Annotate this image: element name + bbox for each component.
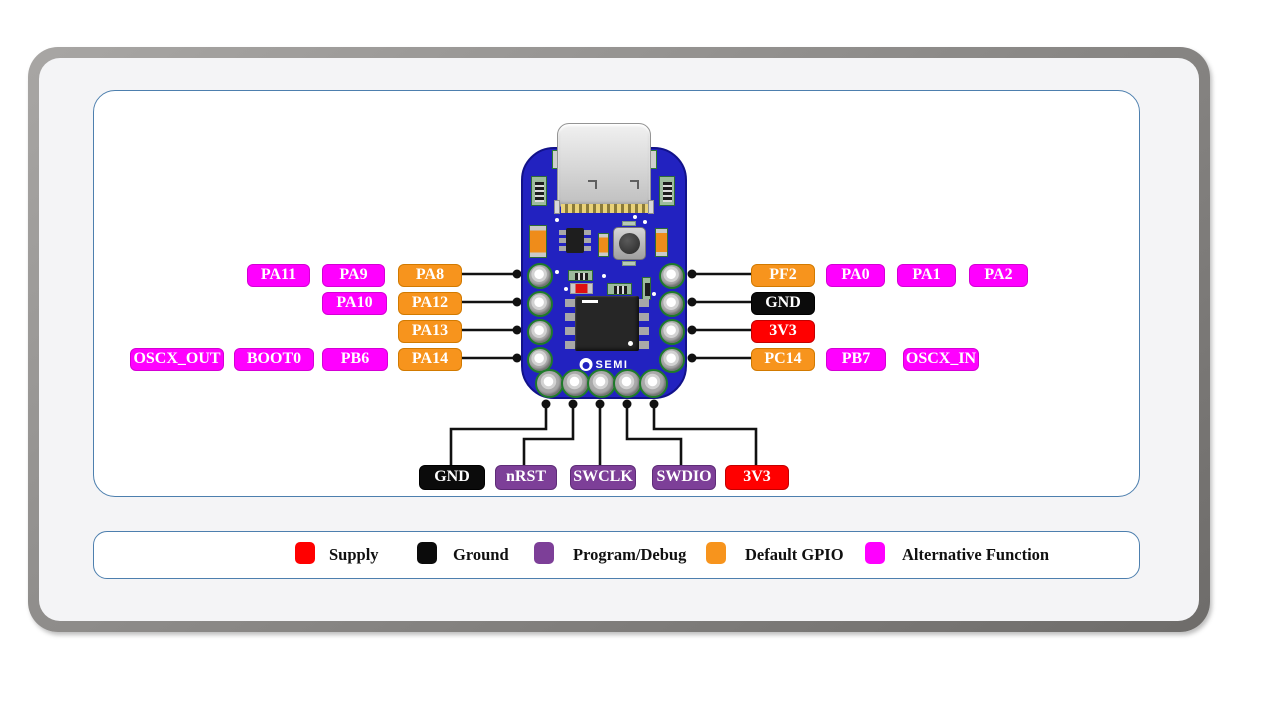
silkscreen-dot xyxy=(555,270,559,274)
capacitor xyxy=(529,225,547,258)
legend-label-debug: Program/Debug xyxy=(573,545,687,564)
pin-label-pf2: PF2 xyxy=(751,264,815,287)
capacitor xyxy=(655,228,668,257)
resistor xyxy=(659,176,675,206)
pin-label-swclk: SWCLK xyxy=(570,465,636,490)
pin-label-oscx_out: OSCX_OUT xyxy=(130,348,224,371)
silkscreen-dot xyxy=(652,292,656,296)
pcb-pad xyxy=(659,347,685,373)
resistor xyxy=(607,283,632,295)
legend-panel xyxy=(93,531,1140,579)
legend-swatch-supply xyxy=(295,542,315,564)
ic-leg xyxy=(583,230,591,235)
pcb-pad xyxy=(527,347,553,373)
pcb-pad xyxy=(534,368,564,398)
pin-label-pa11: PA11 xyxy=(247,264,310,287)
pcb-pad xyxy=(659,291,685,317)
pcb-pad xyxy=(527,263,553,289)
pin-label-pa14: PA14 xyxy=(398,348,462,371)
mcu-pin xyxy=(639,299,649,307)
mcu-pin xyxy=(565,313,575,321)
resistor xyxy=(531,176,547,206)
ic-leg xyxy=(559,230,567,235)
legend-label-supply: Supply xyxy=(329,545,379,564)
pin-label-pc14: PC14 xyxy=(751,348,815,371)
semi-logo-icon xyxy=(579,358,593,371)
silkscreen-dot xyxy=(555,218,559,222)
legend-label-ground: Ground xyxy=(453,545,509,564)
pin-label-gnd: GND xyxy=(751,292,815,315)
mcu-pin xyxy=(565,327,575,335)
button-tab xyxy=(622,221,636,226)
mcu-pin xyxy=(565,341,575,349)
pin-label-boot0: BOOT0 xyxy=(234,348,314,371)
regulator-ic xyxy=(566,228,584,253)
resistor xyxy=(568,270,593,281)
semi-logo-text: SEMI xyxy=(595,358,629,371)
ic-leg xyxy=(559,246,567,251)
usb-smt-pins xyxy=(561,204,651,213)
pcb-pad xyxy=(659,319,685,345)
led xyxy=(570,283,593,294)
ic-leg xyxy=(583,238,591,243)
pin-label-pa8: PA8 xyxy=(398,264,462,287)
legend-swatch-gpio xyxy=(706,542,726,564)
usb-shield-leg xyxy=(554,200,560,214)
mcu-pin xyxy=(639,327,649,335)
pin-label-pa1: PA1 xyxy=(897,264,956,287)
silkscreen-dot xyxy=(633,215,637,219)
mcu-pin xyxy=(639,313,649,321)
usb-shield-leg xyxy=(648,200,654,214)
pin-label-pa13: PA13 xyxy=(398,320,462,343)
pin-label-pb7: PB7 xyxy=(826,348,886,371)
pin-label-pa10: PA10 xyxy=(322,292,387,315)
legend-swatch-alt xyxy=(865,542,885,564)
push-button xyxy=(613,227,646,260)
mcu-pin xyxy=(639,341,649,349)
pcb-pad xyxy=(560,368,590,398)
pin-label-swdio: SWDIO xyxy=(652,465,716,490)
pin-label-3v3: 3V3 xyxy=(751,320,815,343)
semi-logo: SEMI xyxy=(579,358,629,371)
pin-label-3v3: 3V3 xyxy=(725,465,789,490)
legend-label-alt: Alternative Function xyxy=(902,545,1050,564)
silkscreen-dot xyxy=(564,287,568,291)
pcb-pad xyxy=(638,368,668,398)
ic-leg xyxy=(559,238,567,243)
pin-label-oscx_in: OSCX_IN xyxy=(903,348,979,371)
usb-c-connector xyxy=(557,123,651,207)
pin-label-nrst: nRST xyxy=(495,465,557,490)
pin-label-pb6: PB6 xyxy=(322,348,388,371)
pcb-pad xyxy=(527,319,553,345)
pin-label-pa0: PA0 xyxy=(826,264,885,287)
silkscreen-dot xyxy=(602,274,606,278)
pcb-pad xyxy=(527,291,553,317)
pin-label-gnd: GND xyxy=(419,465,485,490)
button-cap xyxy=(619,233,640,254)
silkscreen-dash xyxy=(582,300,598,303)
legend-label-gpio: Default GPIO xyxy=(745,545,844,564)
pin-label-pa2: PA2 xyxy=(969,264,1028,287)
silkscreen-dot xyxy=(643,220,647,224)
pcb-pad xyxy=(659,263,685,289)
mcu-pin xyxy=(565,299,575,307)
legend-swatch-debug xyxy=(534,542,554,564)
legend-swatch-ground xyxy=(417,542,437,564)
capacitor xyxy=(598,233,609,257)
ic-leg xyxy=(583,246,591,251)
button-tab xyxy=(622,261,636,266)
pin-label-pa9: PA9 xyxy=(322,264,385,287)
pin-label-pa12: PA12 xyxy=(398,292,462,315)
pin1-marker xyxy=(628,341,633,346)
